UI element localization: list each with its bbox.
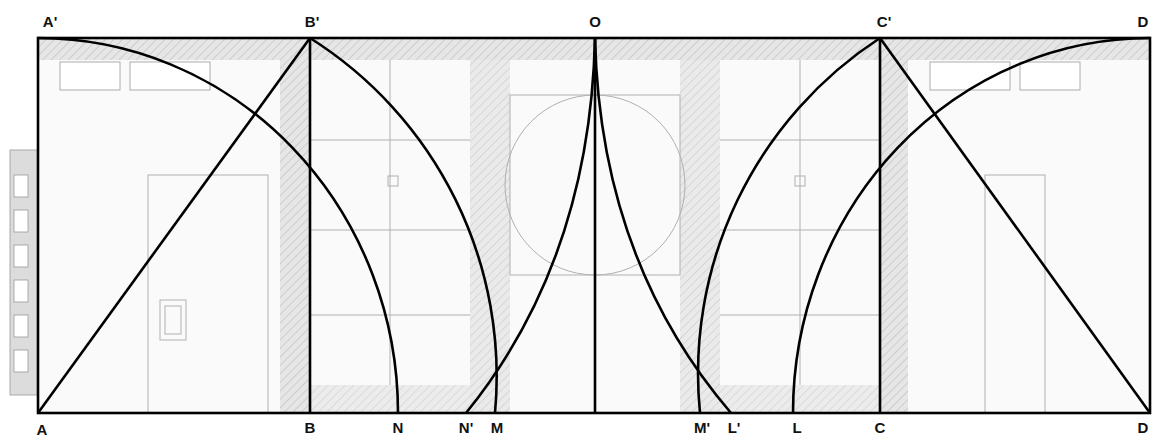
- point-label: C': [876, 14, 892, 30]
- point-label: O: [588, 14, 602, 30]
- point-label: C: [874, 420, 887, 436]
- point-label: B: [304, 420, 317, 436]
- point-label: A': [42, 14, 58, 30]
- point-label: D: [1137, 14, 1150, 30]
- point-label: L': [727, 420, 742, 436]
- point-label: D: [1137, 420, 1150, 436]
- point-label: L: [791, 420, 802, 436]
- point-label: M': [693, 420, 711, 436]
- point-label: A: [36, 422, 49, 438]
- point-label: N: [392, 420, 405, 436]
- point-label: N': [458, 420, 474, 436]
- point-label: M: [490, 420, 505, 436]
- point-label: B': [304, 14, 320, 30]
